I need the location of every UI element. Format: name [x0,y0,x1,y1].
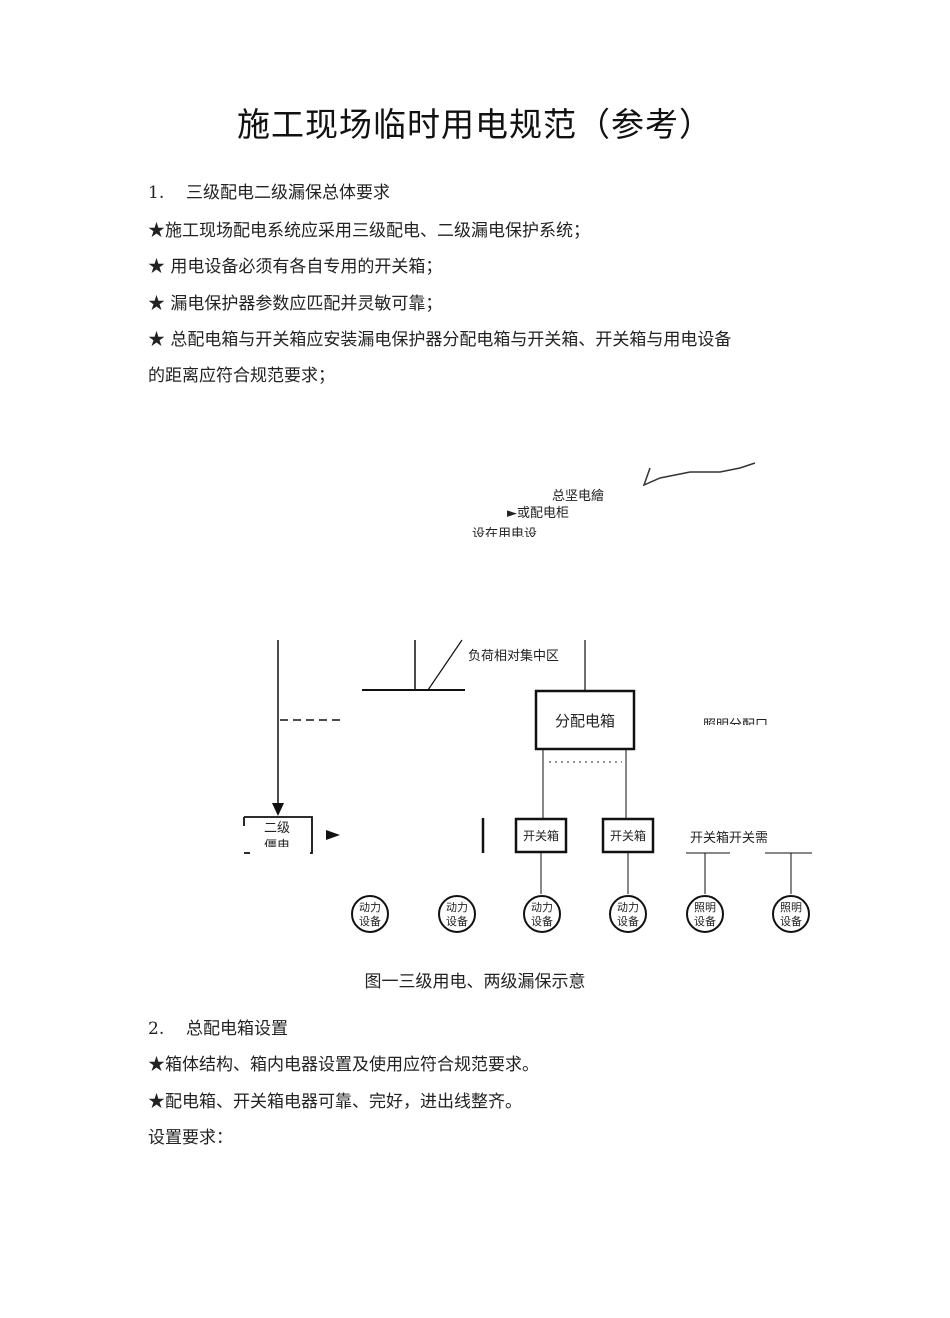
section2-item-1: ★箱体结构、箱内电器设置及使用应符合规范要求。 [148,1055,539,1075]
device-5-line-1: 照明 [694,901,716,914]
section1-heading: 1. 三级配电二级漏保总体要求 [148,178,390,203]
device-4-line-2: 设备 [617,914,639,928]
switch-box-1 [514,817,568,854]
device-6-line-1: 照明 [780,901,802,914]
device-3: 动力 设备 [523,895,561,933]
secondary-label-1: 二级 [264,821,290,836]
main-box-label-2: ►或配电柜 [507,506,569,521]
section2-heading-text: 总配电箱设置 [186,1019,288,1039]
main-box-label-1: 总坚电繪 [552,488,604,504]
device-5: 照明 设备 [686,895,724,933]
arrow-right-icon [326,830,340,840]
section2-heading: 2. 总配电箱设置 [148,1014,288,1039]
device-3-line-1: 动力 [531,901,553,914]
power-distribution-diagram: 总坚电繪 ►或配电柜 设在用电设 负荷相对集中区 分配电箱 照明分配口 二级 僵… [243,462,816,933]
distribution-box [534,689,636,751]
distribution-box-label: 分配电箱 [555,712,615,730]
section1-item-2: ★ 用电设备必须有各自专用的开关箱； [148,257,443,277]
device-2-line-2: 设备 [446,914,468,928]
switch-labels-text: 开关箱开关需 [690,830,768,846]
device-2-line-1: 动力 [446,901,468,914]
device-5-line-2: 设备 [694,914,716,928]
figure-caption: 图一三级用电、两级漏保示意 [364,972,586,992]
device-6-line-2: 设备 [780,914,802,928]
device-1: 动力 设备 [351,895,389,933]
main-feed-diagonal [427,639,463,691]
section1-item-1: ★施工现场配电系统应采用三级配电、二级漏电保护系统； [148,221,590,241]
section2-item-3: 设置要求： [148,1128,233,1148]
device-6: 照明 设备 [772,895,810,933]
document-title: 施工现场临时用电规范（参考） [237,105,713,144]
device-4: 动力 设备 [609,895,647,933]
switch-box-2-label: 开关箱 [610,828,646,843]
section1-item-4-cont: 的距离应符合规范要求； [148,366,335,386]
section1-number: 1. [148,183,165,203]
section1-item-3: ★ 漏电保护器参数应匹配并灵敏可靠； [148,294,443,314]
section2-item-2: ★配电箱、开关箱电器可靠、完好，进出线整齐。 [148,1092,522,1112]
device-1-line-1: 动力 [359,901,381,914]
section1-item-4: ★ 总配电箱与开关箱应安装漏电保护器分配电箱与开关箱、开关箱与用电设备 [148,330,732,350]
device-1-line-2: 设备 [359,914,381,928]
device-3-line-2: 设备 [531,914,553,928]
section1-heading-text: 三级配电二级漏保总体要求 [186,183,390,203]
switch-box-2 [601,817,655,854]
device-4-line-1: 动力 [617,901,639,914]
device-2: 动力 设备 [438,895,476,933]
load-area-label: 负荷相对集中区 [468,648,559,664]
arrow-down-icon [272,803,284,816]
scribble-mark [642,462,756,487]
section2-number: 2. [148,1019,165,1039]
switch-box-1-label: 开关箱 [523,828,559,843]
